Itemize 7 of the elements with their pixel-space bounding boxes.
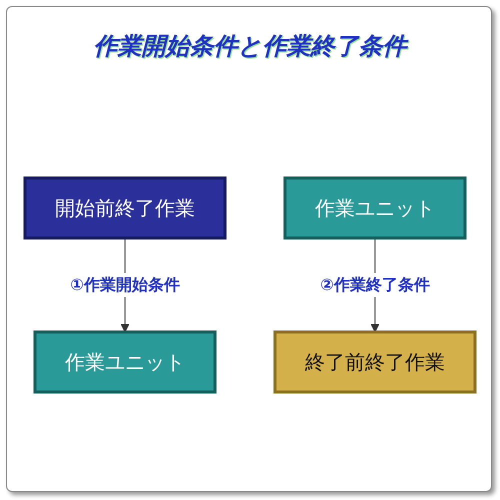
node-box: 終了前終了作業 [274,330,476,394]
node-box: 作業ユニット [284,176,466,240]
edge-label: ②作業終了条件 [320,275,430,294]
node-box: 開始前終了作業 [24,176,226,240]
diagram-title: 作業開始条件と作業終了条件 [92,31,410,62]
edge-label: ①作業開始条件 [70,275,180,294]
node-box: 作業ユニット [34,330,216,394]
